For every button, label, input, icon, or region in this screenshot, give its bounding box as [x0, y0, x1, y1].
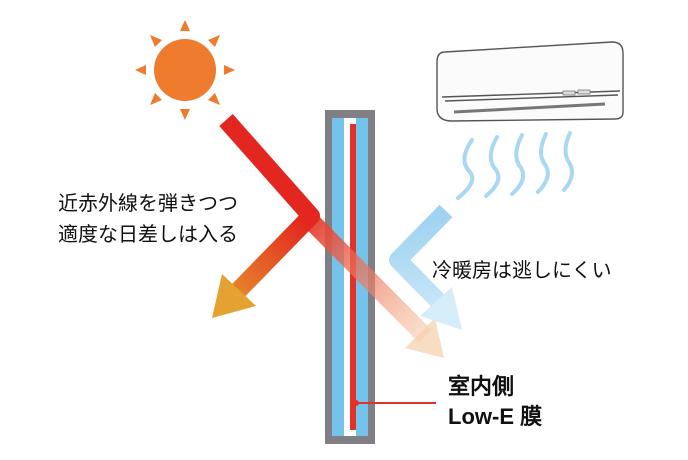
hvac-caption: 冷暖房は逃しにくい — [432, 258, 612, 282]
infrared-caption-line2: 適度な日差しは入る — [58, 222, 238, 246]
low-e-film — [350, 124, 356, 430]
film-leader-line — [353, 400, 436, 406]
cool-air-arrow — [389, 204, 462, 330]
low-e-film-label: 室内側 Low-E 膜 — [448, 372, 542, 432]
reflected-infrared-arrow — [212, 114, 320, 318]
film-label-line2: Low-E 膜 — [448, 404, 543, 429]
window-cross-section — [325, 110, 375, 444]
air-conditioner-icon — [436, 41, 624, 122]
transmitted-sunlight-arrow — [305, 215, 444, 358]
sun-icon — [135, 20, 235, 120]
infrared-caption-line1: 近赤外線を弾きつつ — [58, 191, 238, 215]
film-label-line1: 室内側 — [448, 374, 515, 399]
infrared-caption: 近赤外線を弾きつつ 適度な日差しは入る — [58, 188, 238, 250]
airflow-waves-icon — [456, 131, 574, 200]
